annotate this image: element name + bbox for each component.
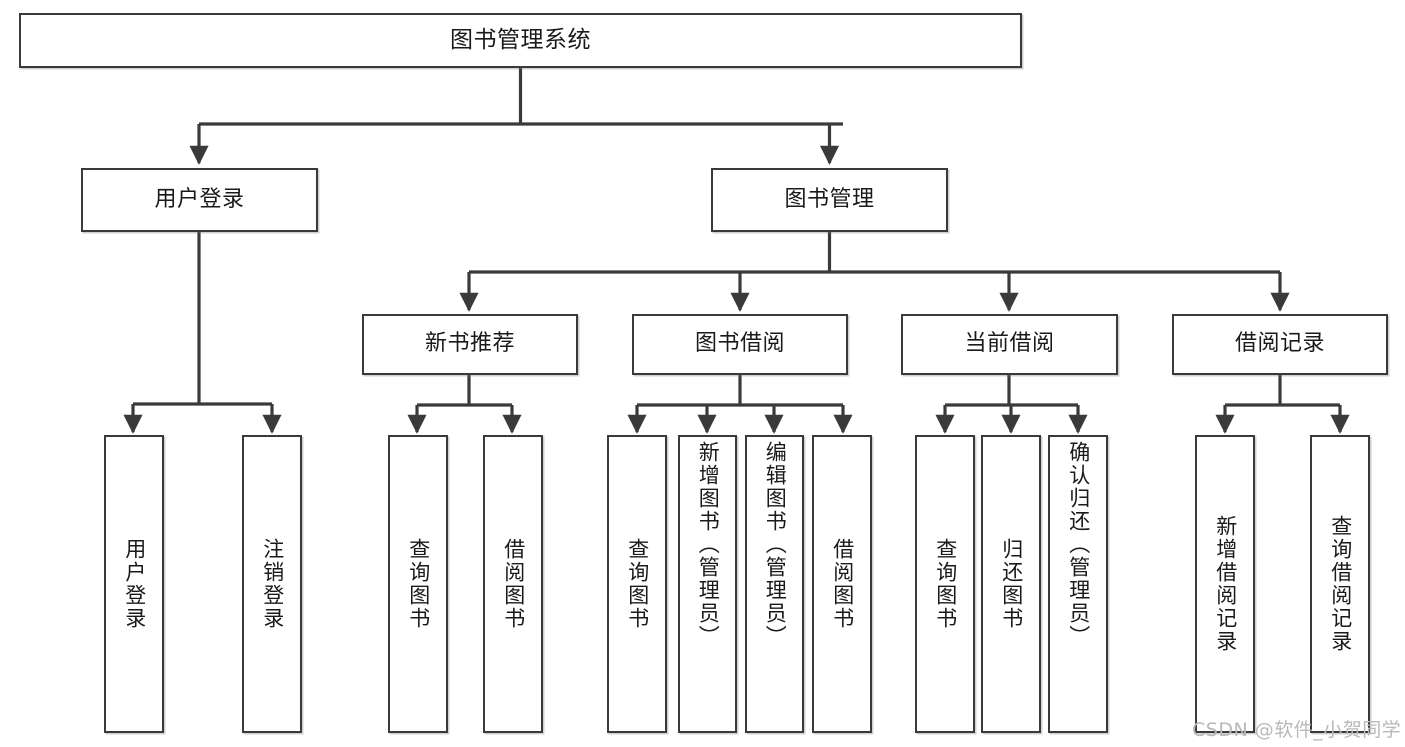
leaf-add-borrow-record[interactable]: 新增借阅记录 xyxy=(1195,435,1255,733)
node-new-book-recommendation[interactable]: 新书推荐 xyxy=(362,314,578,375)
node-label: 查询图书 xyxy=(933,538,958,630)
node-label: 归还图书 xyxy=(999,538,1024,630)
node-user-login[interactable]: 用户登录 xyxy=(81,168,318,232)
node-label: 图书管理系统 xyxy=(450,26,591,53)
node-label: 借阅图书 xyxy=(501,538,526,630)
leaf-user-login[interactable]: 用户登录 xyxy=(104,435,164,733)
leaf-query-borrow-record[interactable]: 查询借阅记录 xyxy=(1310,435,1370,733)
leaf-logout[interactable]: 注销登录 xyxy=(242,435,302,733)
node-root-book-management-system[interactable]: 图书管理系统 xyxy=(19,13,1022,68)
node-label: 确认归还（管理员） xyxy=(1066,441,1091,648)
node-label: 用户登录 xyxy=(154,186,245,212)
node-label: 新增图书（管理员） xyxy=(696,441,721,648)
node-label: 查询借阅记录 xyxy=(1328,515,1353,653)
node-borrowing-records[interactable]: 借阅记录 xyxy=(1172,314,1388,375)
leaf-query-books-current[interactable]: 查询图书 xyxy=(915,435,975,733)
node-label: 查询图书 xyxy=(625,538,650,630)
node-label: 借阅记录 xyxy=(1234,331,1325,357)
node-label: 编辑图书（管理员） xyxy=(763,441,788,648)
node-book-management[interactable]: 图书管理 xyxy=(711,168,948,232)
node-current-borrowing[interactable]: 当前借阅 xyxy=(901,314,1118,375)
node-label: 用户登录 xyxy=(122,538,147,630)
node-label: 图书借阅 xyxy=(694,331,785,357)
node-book-borrowing[interactable]: 图书借阅 xyxy=(632,314,848,375)
leaf-confirm-return-admin[interactable]: 确认归还（管理员） xyxy=(1048,435,1108,733)
leaf-borrow-books-recommend[interactable]: 借阅图书 xyxy=(483,435,543,733)
leaf-add-book-admin[interactable]: 新增图书（管理员） xyxy=(678,435,737,733)
leaf-query-books-borrow[interactable]: 查询图书 xyxy=(607,435,667,733)
node-label: 当前借阅 xyxy=(964,331,1055,357)
node-label: 借阅图书 xyxy=(830,538,855,630)
node-label: 图书管理 xyxy=(784,186,875,212)
leaf-edit-book-admin[interactable]: 编辑图书（管理员） xyxy=(745,435,804,733)
leaf-borrow-books[interactable]: 借阅图书 xyxy=(812,435,872,733)
node-label: 注销登录 xyxy=(260,538,285,630)
node-label: 查询图书 xyxy=(406,538,431,630)
leaf-query-books-recommend[interactable]: 查询图书 xyxy=(388,435,448,733)
csdn-watermark: CSDN @软件_小贺同学 xyxy=(1192,719,1402,741)
node-label: 新书推荐 xyxy=(424,331,515,357)
node-label: 新增借阅记录 xyxy=(1213,515,1238,653)
leaf-return-books[interactable]: 归还图书 xyxy=(981,435,1041,733)
